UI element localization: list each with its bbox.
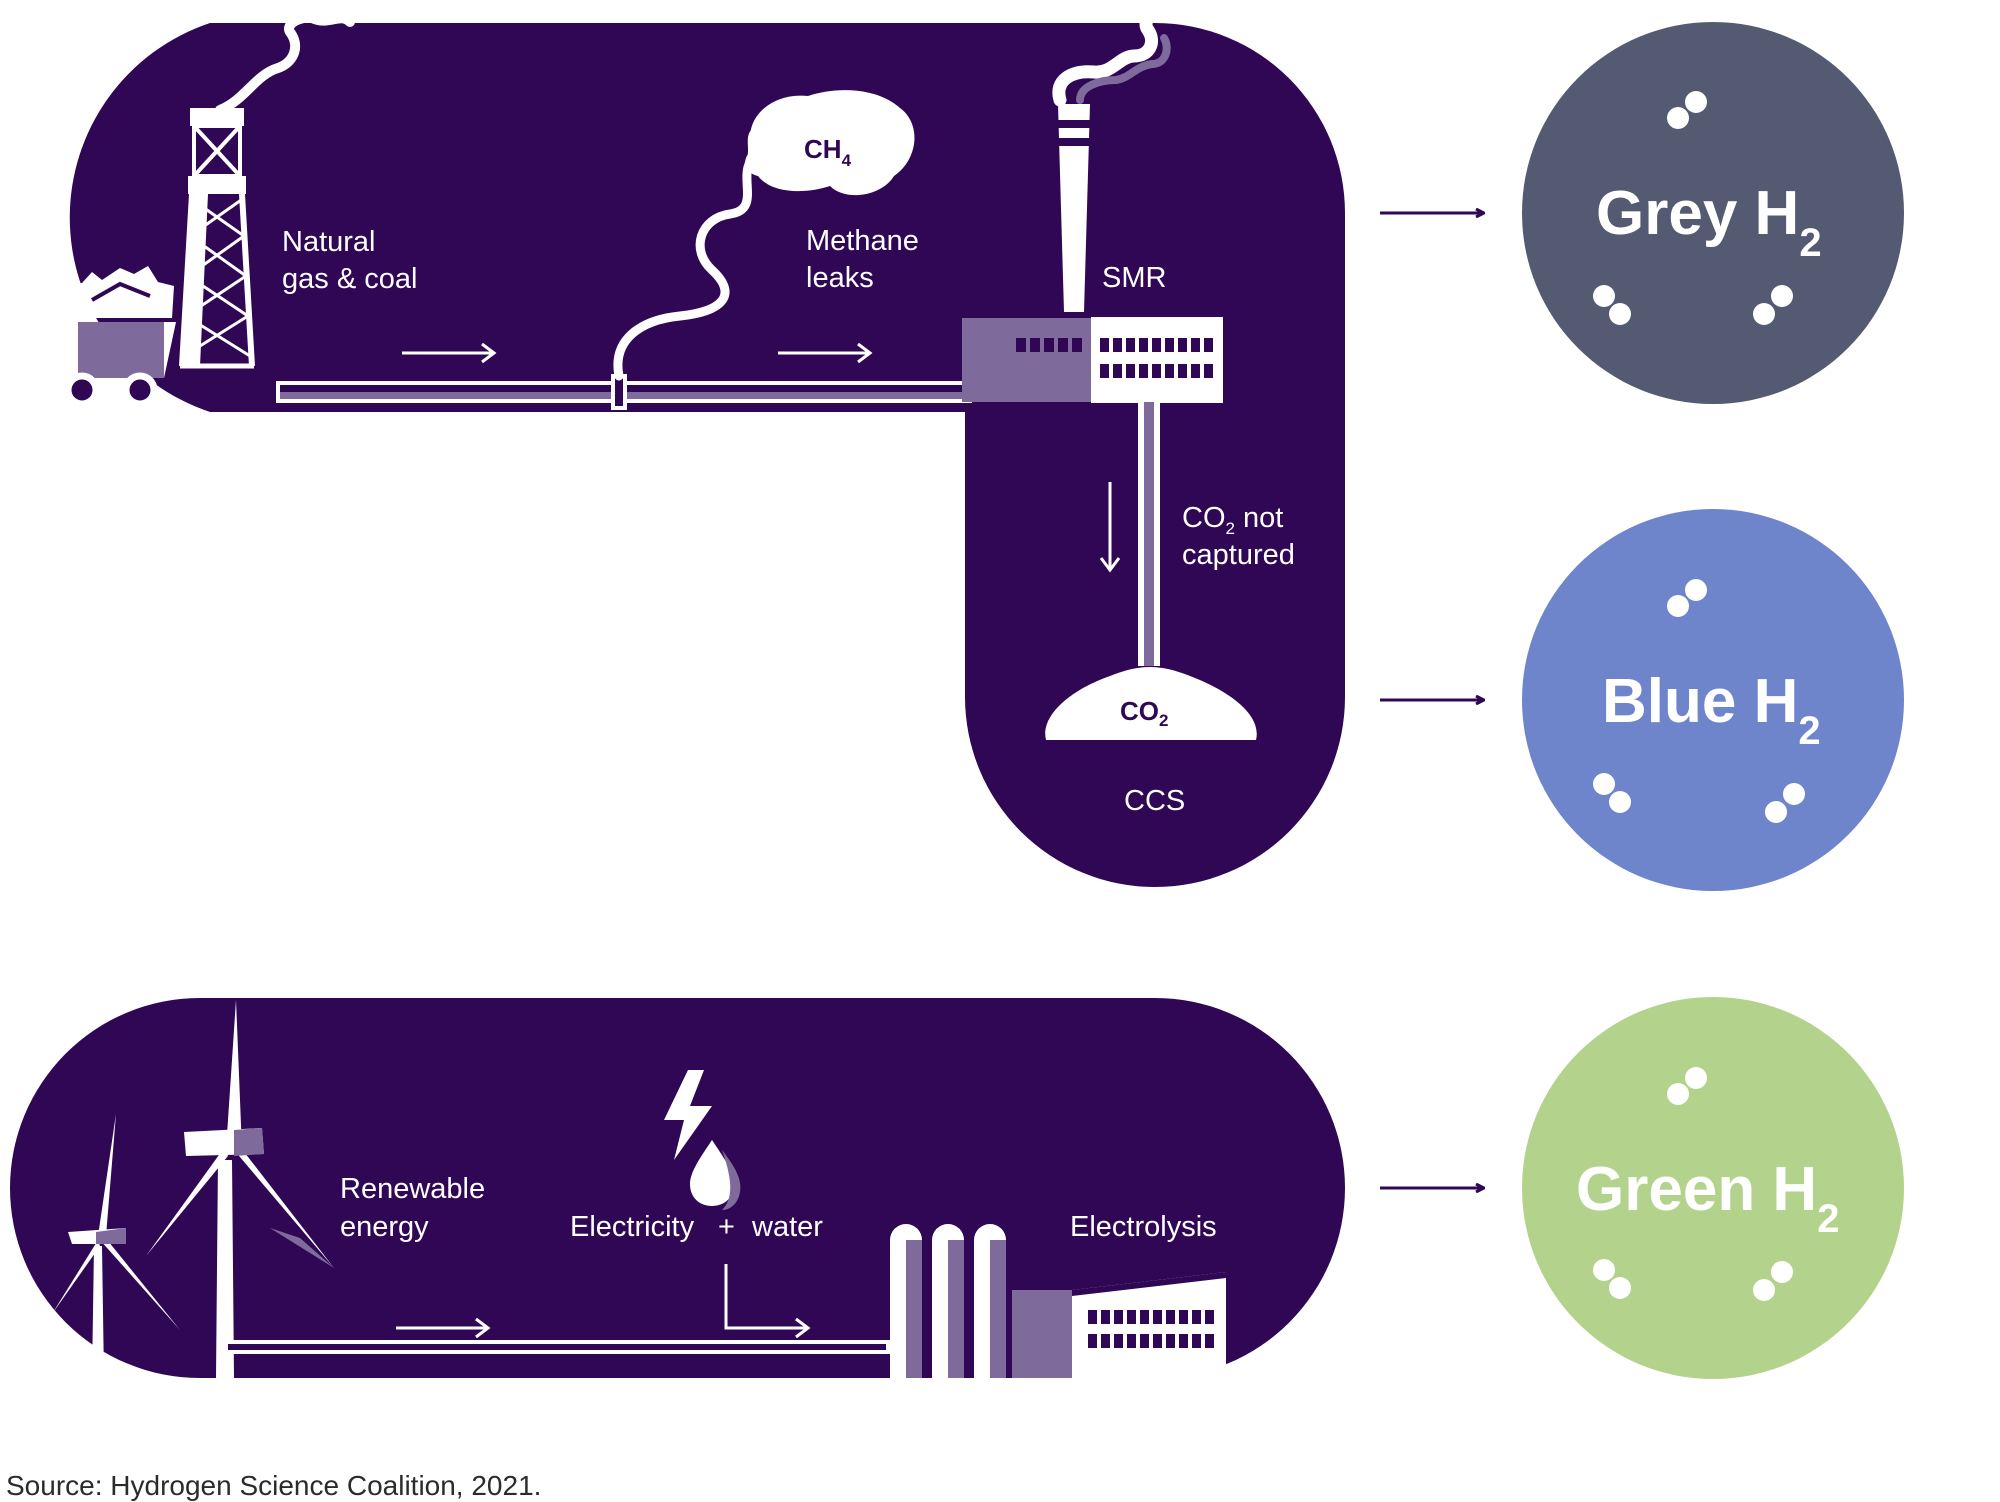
natural-gas-label-line2: gas & coal	[282, 263, 417, 295]
ch4-label: CH4	[804, 134, 852, 170]
green-hydrogen-circle: Green H2	[1522, 997, 1904, 1379]
blue-hydrogen-circle: Blue H2	[1522, 509, 1904, 891]
ccs-label: CCS	[1124, 785, 1185, 817]
hydrogen-molecule-icon	[1593, 579, 1805, 823]
methane-leaks-label-line1: Methane	[806, 225, 919, 257]
fossil-panel	[69, 23, 1346, 887]
water-drop-icon	[690, 1140, 741, 1210]
pipeline-icon	[224, 1340, 890, 1354]
hydrogen-molecule-icon	[1593, 1067, 1793, 1301]
water-feed-arrow	[724, 1264, 808, 1330]
wind-turbine-icon	[52, 1114, 180, 1378]
source-note: Source: Hydrogen Science Coalition, 2021…	[6, 1470, 542, 1501]
renewable-energy-line2: energy	[340, 1211, 429, 1243]
grey-hydrogen-circle: Grey H2	[1522, 22, 1904, 404]
lightning-icon	[664, 1070, 712, 1160]
co2-storage-icon	[1045, 667, 1257, 740]
hydrogen-molecule-icon	[1593, 91, 1793, 325]
plus-label: +	[718, 1211, 735, 1243]
blue-h2-label: Blue H2	[1602, 667, 1821, 753]
methane-cloud-icon	[613, 90, 915, 381]
methane-leaks-label-line2: leaks	[806, 262, 874, 294]
pipeline-icon	[276, 374, 972, 410]
grey-h2-label: Grey H2	[1596, 179, 1822, 265]
chimney-icon	[1052, 3, 1171, 312]
electrolysis-label: Electrolysis	[1070, 1211, 1217, 1243]
electrolyser-icon	[890, 1224, 1226, 1378]
wind-turbine-icon	[146, 1000, 334, 1378]
smr-plant-icon	[962, 317, 1223, 403]
smr-label: SMR	[1102, 262, 1166, 294]
natural-gas-label-line1: Natural	[282, 226, 376, 258]
renewable-energy-line1: Renewable	[340, 1173, 485, 1205]
renewable-panel	[10, 998, 1345, 1378]
gas-rig-icon	[179, 12, 355, 369]
co2-not-captured-line2: captured	[1182, 539, 1295, 571]
coal-cart-icon	[44, 266, 176, 408]
co2-storage-label: CO2	[1120, 696, 1168, 730]
green-h2-label: Green H2	[1576, 1155, 1839, 1241]
water-label: water	[751, 1211, 823, 1243]
electricity-label: Electricity	[570, 1211, 695, 1243]
